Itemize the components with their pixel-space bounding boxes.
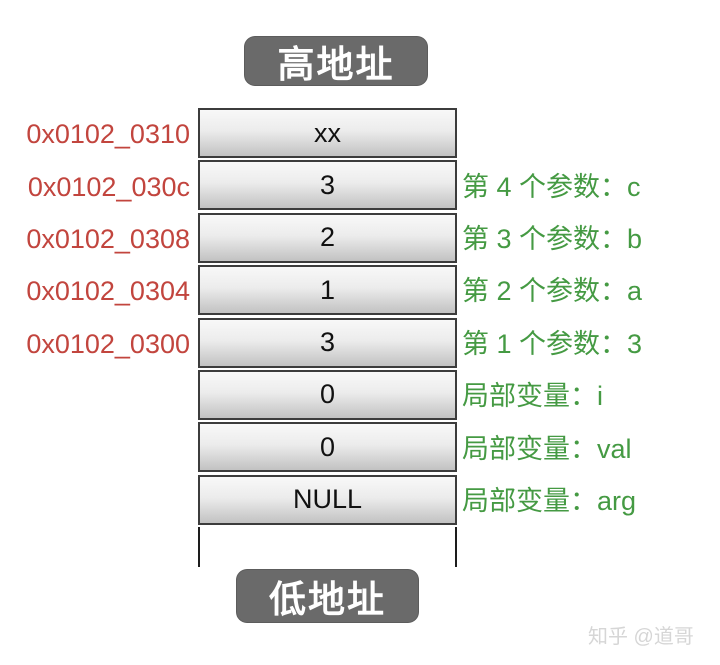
annotation-local-var-i: 局部变量：i: [462, 381, 603, 411]
stack-cell-var-i: 0: [198, 369, 457, 420]
stack-cell-arg2: 1: [198, 265, 457, 316]
annotation-param-1: 第 1 个参数：3: [462, 329, 643, 359]
annotation-param-2: 第 2 个参数：a: [462, 276, 643, 306]
annotation-local-var-val: 局部变量：val: [462, 434, 632, 464]
high-address-label: 高地址: [245, 37, 427, 85]
stack-cell-var-val: 0: [198, 422, 457, 473]
low-address-label: 低地址: [237, 570, 418, 622]
stack-cell-arg4: 3: [198, 160, 457, 211]
annotation-param-3: 第 3 个参数：b: [462, 224, 643, 254]
annotation-param-4: 第 4 个参数：c: [462, 172, 641, 202]
memory-address: 0x0102_0300: [26, 329, 190, 359]
stack-cell-xx: xx: [198, 108, 457, 158]
stack-column: xx 3 2 1 3 0 0 NULL: [198, 108, 457, 527]
memory-address: 0x0102_0310: [26, 119, 190, 149]
stack-cell-var-arg: NULL: [198, 474, 457, 525]
watermark: 知乎 @道哥: [588, 626, 694, 648]
annotation-local-var-arg: 局部变量：arg: [462, 486, 637, 516]
stack-open-wall-left: [198, 527, 200, 567]
stack-cell-arg1: 3: [198, 317, 457, 368]
stack-open-wall-right: [455, 527, 457, 567]
memory-address: 0x0102_030c: [27, 172, 190, 202]
memory-address: 0x0102_0304: [26, 276, 190, 306]
stack-cell-arg3: 2: [198, 212, 457, 263]
memory-address: 0x0102_0308: [26, 224, 190, 254]
